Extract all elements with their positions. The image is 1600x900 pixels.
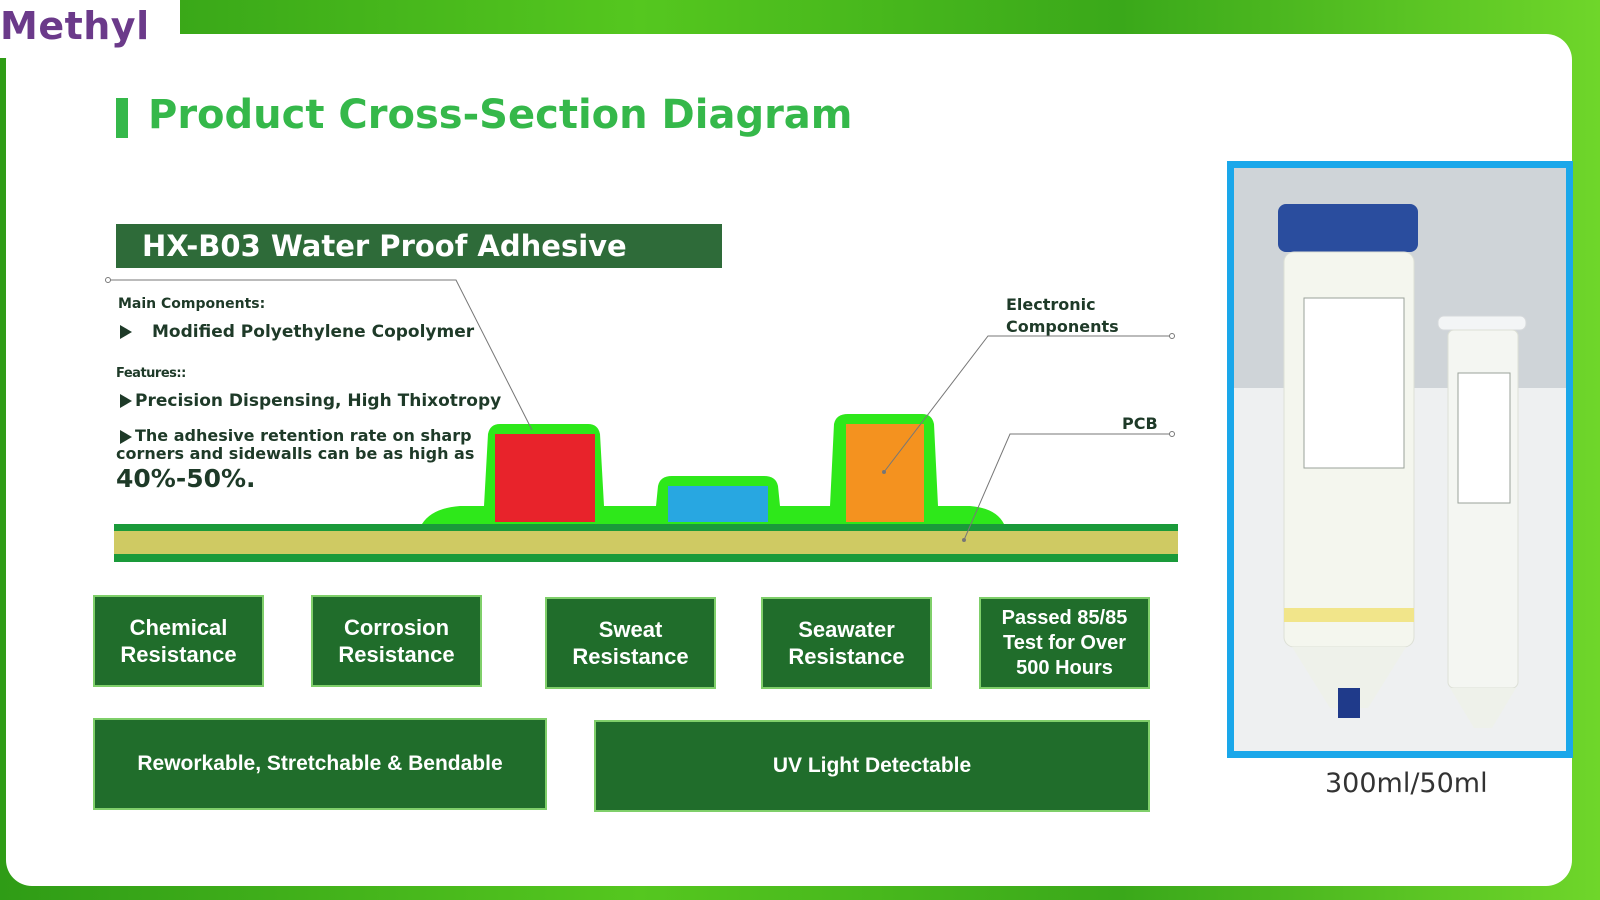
adhesive-cartridges-image: [1234, 168, 1566, 751]
test-box-line2: Test for Over: [1003, 631, 1126, 654]
page-title: Product Cross-Section Diagram: [148, 92, 853, 138]
photo-caption: 300ml/50ml: [1325, 768, 1488, 799]
feature-box-line2: Resistance: [120, 642, 237, 667]
callout-electronic-label: Electronic Components: [1006, 294, 1119, 338]
callout-electronic-line1: Electronic: [1006, 295, 1096, 314]
bullet-arrow-icon: [120, 325, 132, 339]
small-cartridge-label: [1457, 372, 1511, 504]
bullet-arrow-icon: [120, 429, 132, 444]
callout-electronic-line2: Components: [1006, 317, 1119, 336]
test-box-line1: Passed 85/85: [1001, 606, 1128, 629]
features-label: Features::: [116, 366, 186, 381]
large-cartridge-label: [1303, 297, 1405, 469]
logo-container: Methyl: [0, 0, 180, 58]
large-cartridge-cap: [1278, 204, 1418, 252]
feature-2-line1: The adhesive retention rate on sharp: [135, 426, 472, 445]
product-photo-frame: [1227, 161, 1573, 758]
callout-pcb-label: PCB: [1122, 414, 1158, 433]
product-photo: [1234, 168, 1566, 751]
main-components-label: Main Components:: [118, 296, 266, 312]
feature-box-line1: Sweat: [598, 616, 663, 642]
feature-2-line2: corners and sidewalls can be as high as: [116, 444, 475, 463]
main-component-item: Modified Polyethylene Copolymer: [120, 322, 474, 342]
feature-box-reworkable: Reworkable, Stretchable & Bendable: [93, 718, 547, 810]
test-box-line3: 500 Hours: [1016, 656, 1113, 679]
feature-box-line2: Resistance: [572, 644, 689, 669]
feature-box-uv: UV Light Detectable: [594, 720, 1150, 812]
feature-box-line2: Resistance: [338, 642, 455, 667]
feature-item-2: The adhesive retention rate on sharp cor…: [116, 426, 474, 463]
brand-logo: Methyl: [0, 4, 150, 48]
title-accent-bar: [116, 98, 128, 138]
wide-box-text: UV Light Detectable: [772, 753, 972, 777]
feature-1-text: Precision Dispensing, High Thixotropy: [135, 391, 502, 411]
bullet-arrow-icon: [120, 394, 132, 408]
feature-box-line2: Resistance: [788, 644, 905, 669]
feature-2-value: 40%-50%.: [116, 464, 256, 493]
feature-item-1: Precision Dispensing, High Thixotropy: [120, 391, 501, 411]
product-name-banner: HX-B03 Water Proof Adhesive: [116, 224, 722, 268]
feature-box-line1: Corrosion: [343, 614, 450, 640]
feature-box-line1: Chemical: [129, 614, 228, 640]
main-component-text: Modified Polyethylene Copolymer: [152, 322, 475, 342]
feature-box-line1: Seawater: [798, 616, 895, 642]
wide-box-text: Reworkable, Stretchable & Bendable: [137, 751, 503, 775]
